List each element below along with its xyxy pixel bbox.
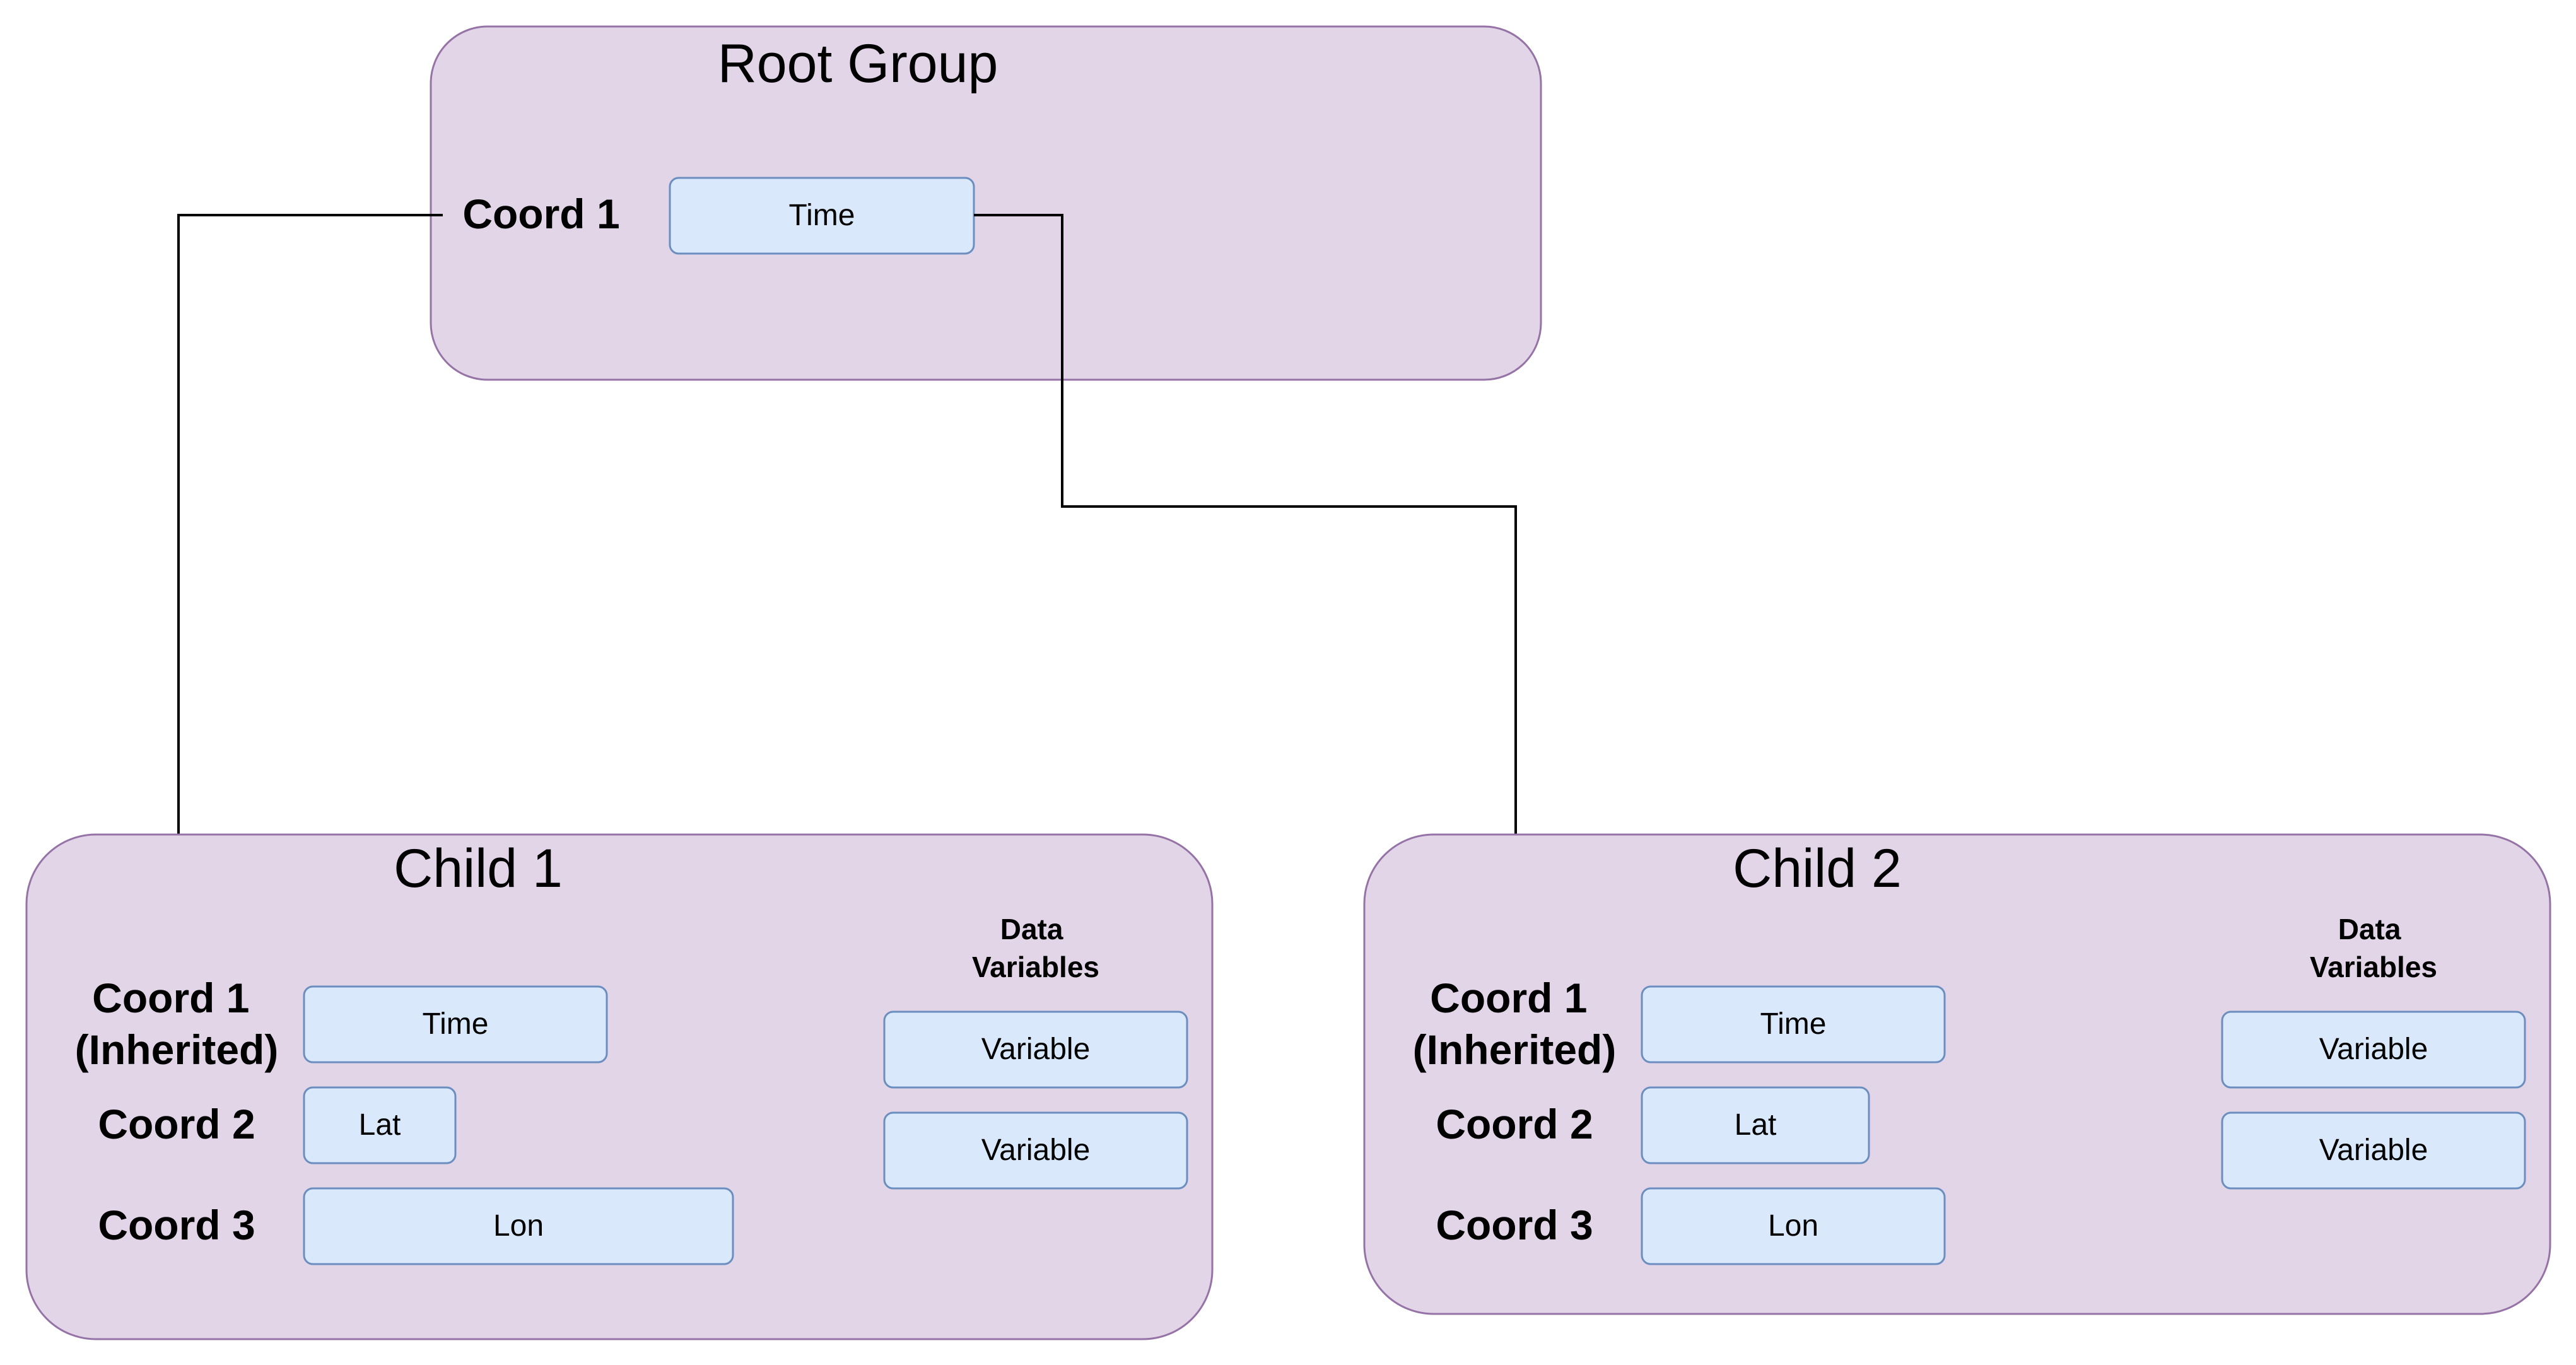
child2-coord1-label: Coord 1 (Inherited) xyxy=(1413,975,1617,1073)
child2-group-title: Child 2 xyxy=(1733,838,1902,899)
inherit-edge-child2[interactable] xyxy=(974,214,1528,988)
child2-coord3-value: Lon xyxy=(1768,1209,1818,1243)
root-coord1-value: Time xyxy=(789,199,855,232)
child1-coord3-value: Lon xyxy=(493,1209,544,1243)
child2-coord3-cell[interactable] xyxy=(1641,1187,1946,1265)
child1-coord1-cell[interactable] xyxy=(303,985,608,1063)
child2-variable-cell-2[interactable] xyxy=(2221,1111,2526,1190)
child2-data-variables-label: Data Variables xyxy=(2310,913,2437,983)
child2-data-variables-line2: Variables xyxy=(2310,951,2437,983)
root-coord1-label: Coord 1 xyxy=(462,190,619,237)
inherit-edge-child1[interactable] xyxy=(166,214,443,988)
root-group-container[interactable] xyxy=(430,25,1542,381)
child2-coord1-value: Time xyxy=(1760,1007,1827,1041)
child1-group-title: Child 1 xyxy=(394,838,563,899)
child2-coord1-label-line2: (Inherited) xyxy=(1413,1026,1617,1073)
child1-variable-2: Variable xyxy=(981,1134,1091,1167)
child2-variable-cell-1[interactable] xyxy=(2221,1011,2526,1089)
child2-data-variables-line1: Data xyxy=(2338,913,2401,946)
child2-coord2-cell[interactable] xyxy=(1641,1086,1870,1164)
child1-data-variables-line2: Variables xyxy=(972,951,1099,983)
child2-coord1-label-line1: Coord 1 xyxy=(1430,975,1587,1021)
child2-coord2-label: Coord 2 xyxy=(1436,1101,1593,1147)
child1-data-variables-label: Data Variables xyxy=(972,913,1099,983)
child1-group[interactable]: Child 1 Coord 1 (Inherited) Time Coord 2… xyxy=(25,833,1214,1340)
child2-variable-1: Variable xyxy=(2319,1033,2428,1066)
child2-coord3-label: Coord 3 xyxy=(1436,1202,1593,1248)
child1-variable-cell-1[interactable] xyxy=(883,1011,1188,1089)
child1-coord2-label: Coord 2 xyxy=(98,1101,255,1147)
child1-variable-1: Variable xyxy=(981,1033,1091,1066)
child1-coord2-cell[interactable] xyxy=(303,1086,457,1164)
child1-coord3-label: Coord 3 xyxy=(98,1202,255,1248)
child1-data-variables-line1: Data xyxy=(1000,913,1063,946)
child1-variable-cell-2[interactable] xyxy=(883,1111,1188,1190)
root-group-title: Root Group xyxy=(718,33,998,94)
child1-coord3-cell[interactable] xyxy=(303,1187,734,1265)
child1-coord1-label: Coord 1 (Inherited) xyxy=(75,975,279,1073)
child1-coord2-value: Lat xyxy=(359,1108,401,1142)
child1-coord1-label-line2: (Inherited) xyxy=(75,1026,279,1073)
child2-coord1-cell[interactable] xyxy=(1641,985,1946,1063)
child1-coord1-value: Time xyxy=(423,1007,489,1041)
child2-coord2-value: Lat xyxy=(1735,1108,1777,1142)
child2-group[interactable]: Child 2 Coord 1 (Inherited) Time Coord 2… xyxy=(1363,833,2551,1315)
child1-coord1-label-line1: Coord 1 xyxy=(92,975,249,1021)
child2-variable-2: Variable xyxy=(2319,1134,2428,1167)
root-group[interactable]: Root Group Coord 1 Time xyxy=(430,25,1542,381)
